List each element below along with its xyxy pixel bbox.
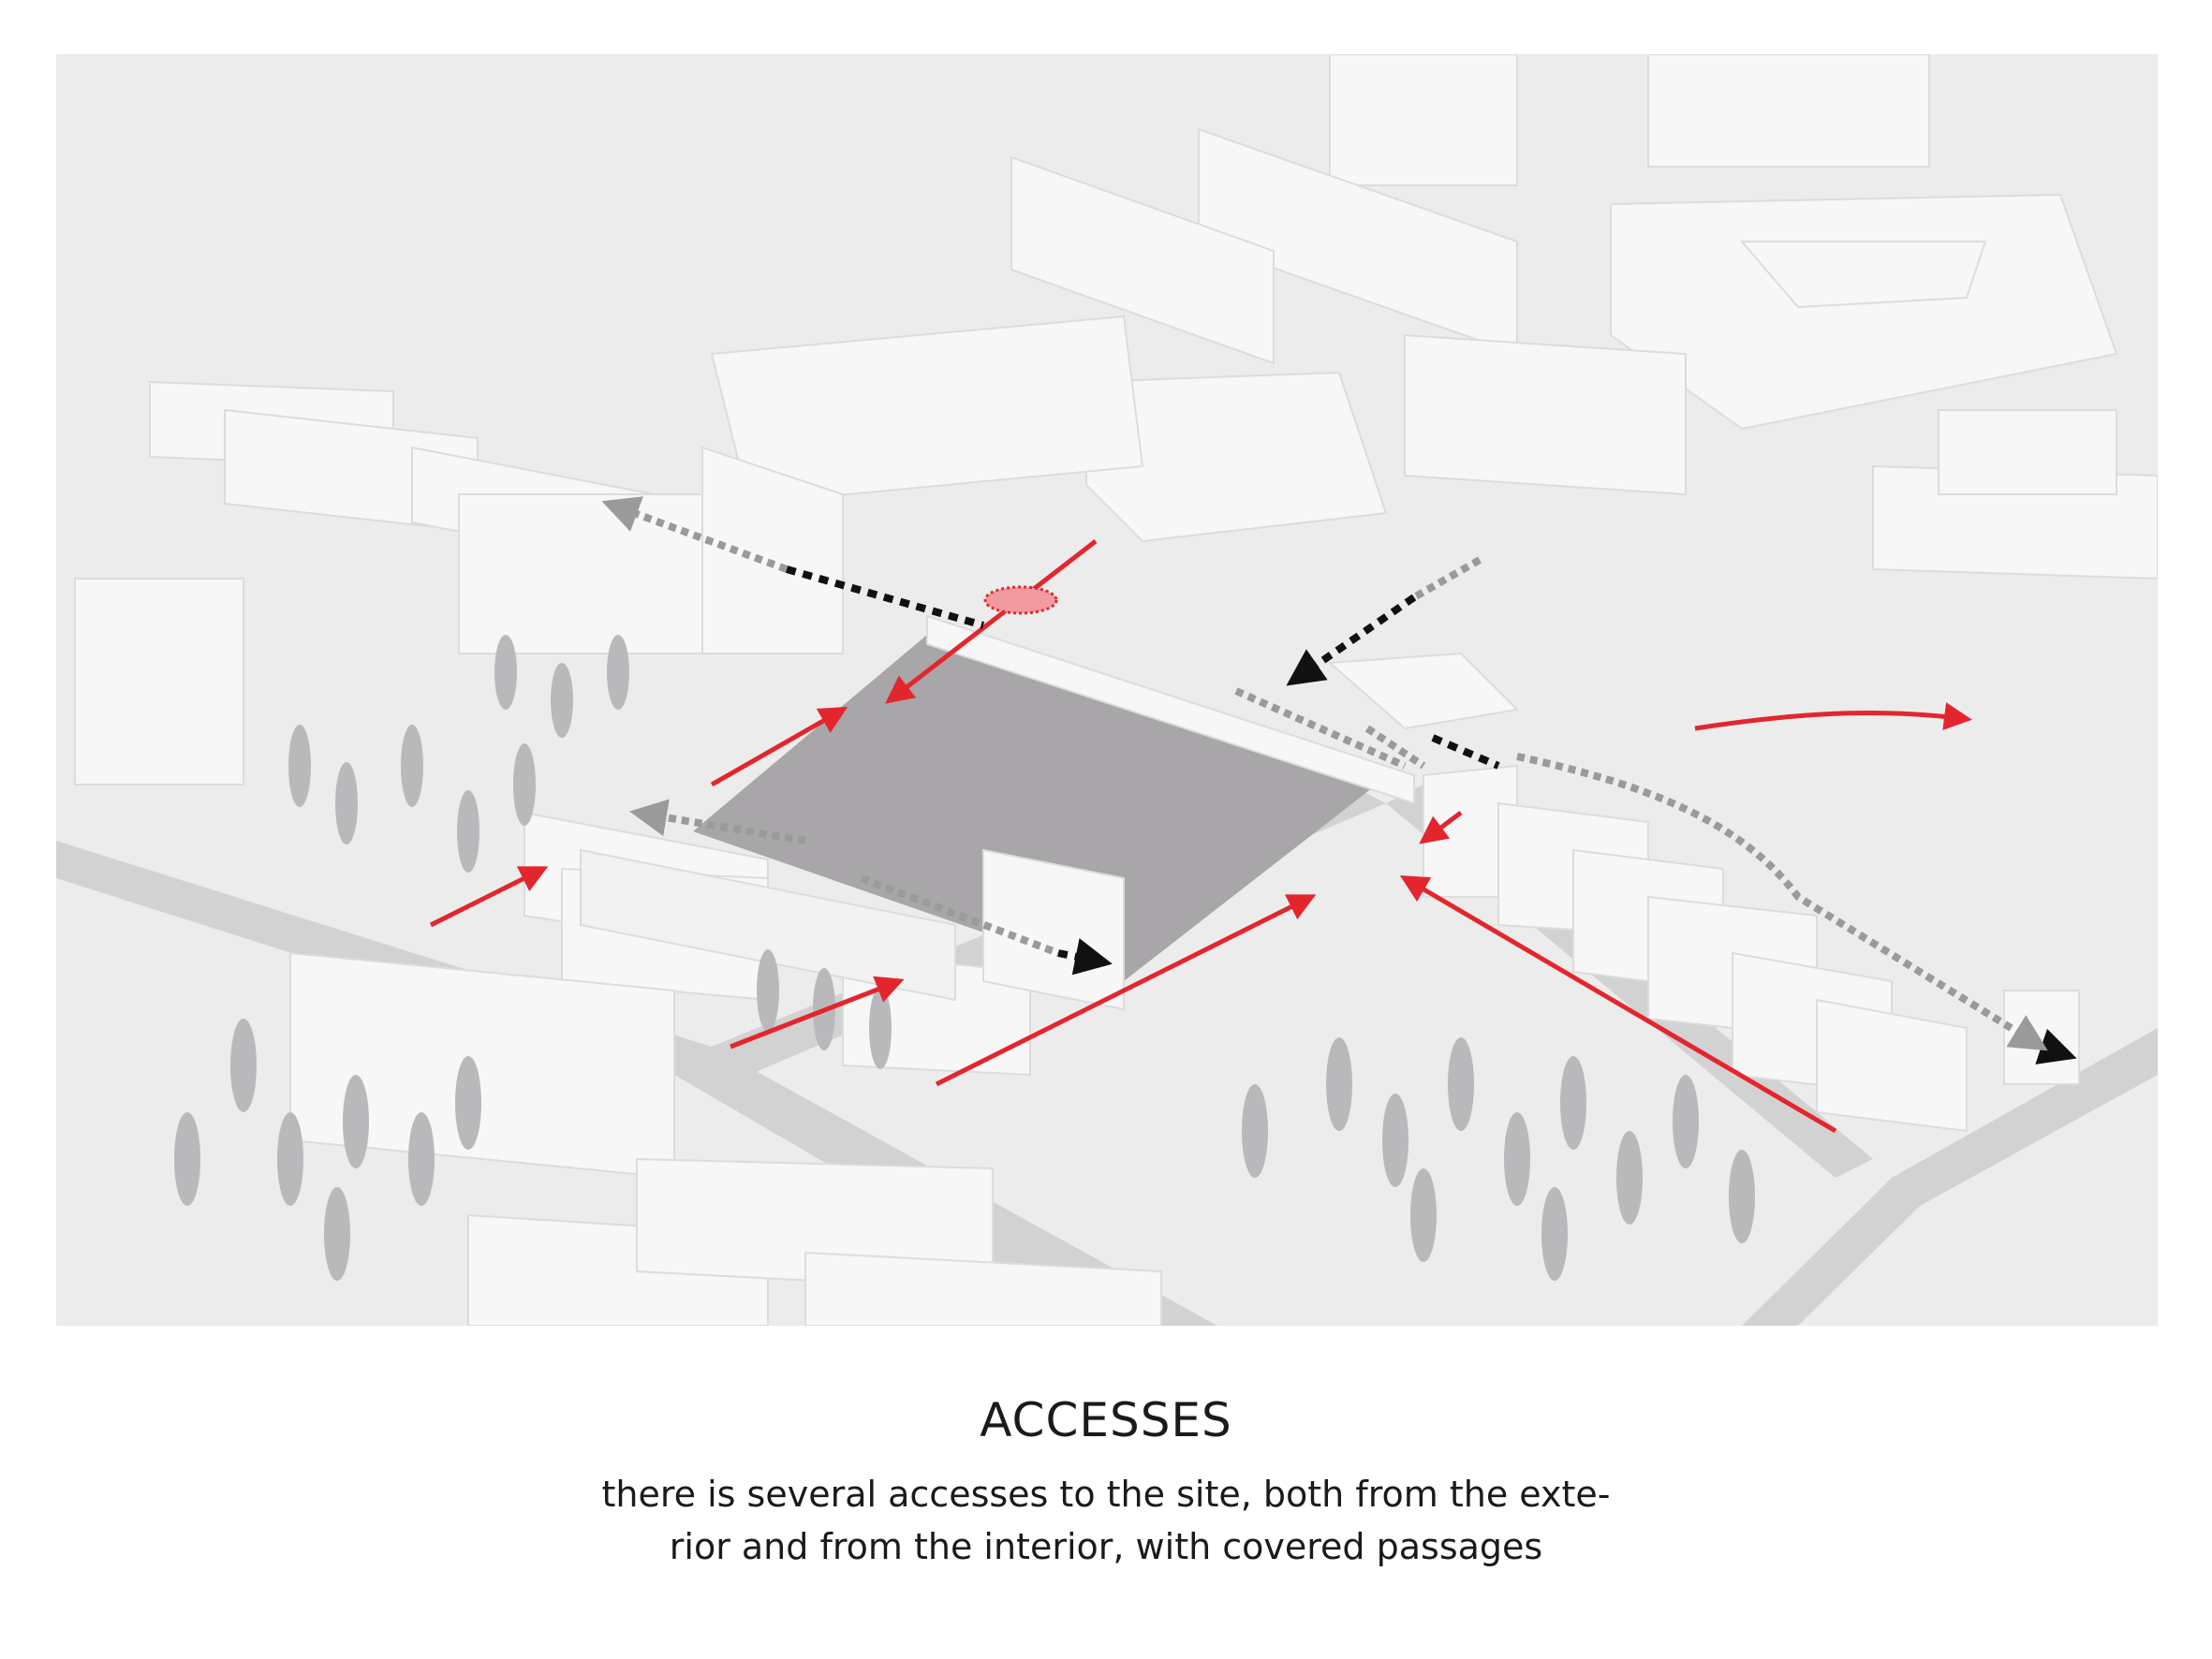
caption-description-line2: rior and from the interior, with covered… [669, 1526, 1543, 1567]
caption-description: there is several accesses to the site, b… [0, 1468, 2212, 1573]
site-courtyard [693, 635, 1377, 981]
caption-title: ACCESSES [980, 1393, 1232, 1447]
site-axonometric-diagram [56, 54, 2158, 1326]
exterior-access-arrows [429, 539, 1972, 1134]
drop-off-zone [983, 585, 1058, 615]
interior-access-arrows [601, 496, 2048, 1051]
trees [174, 635, 1755, 1281]
site-low-wing [580, 848, 956, 1002]
site-annex-building [982, 848, 1125, 1011]
caption: ACCESSES there is several accesses to th… [0, 1348, 2212, 1573]
site-edge-building [926, 614, 1415, 805]
caption-description-line1: there is several accesses to the site, b… [601, 1474, 1611, 1515]
